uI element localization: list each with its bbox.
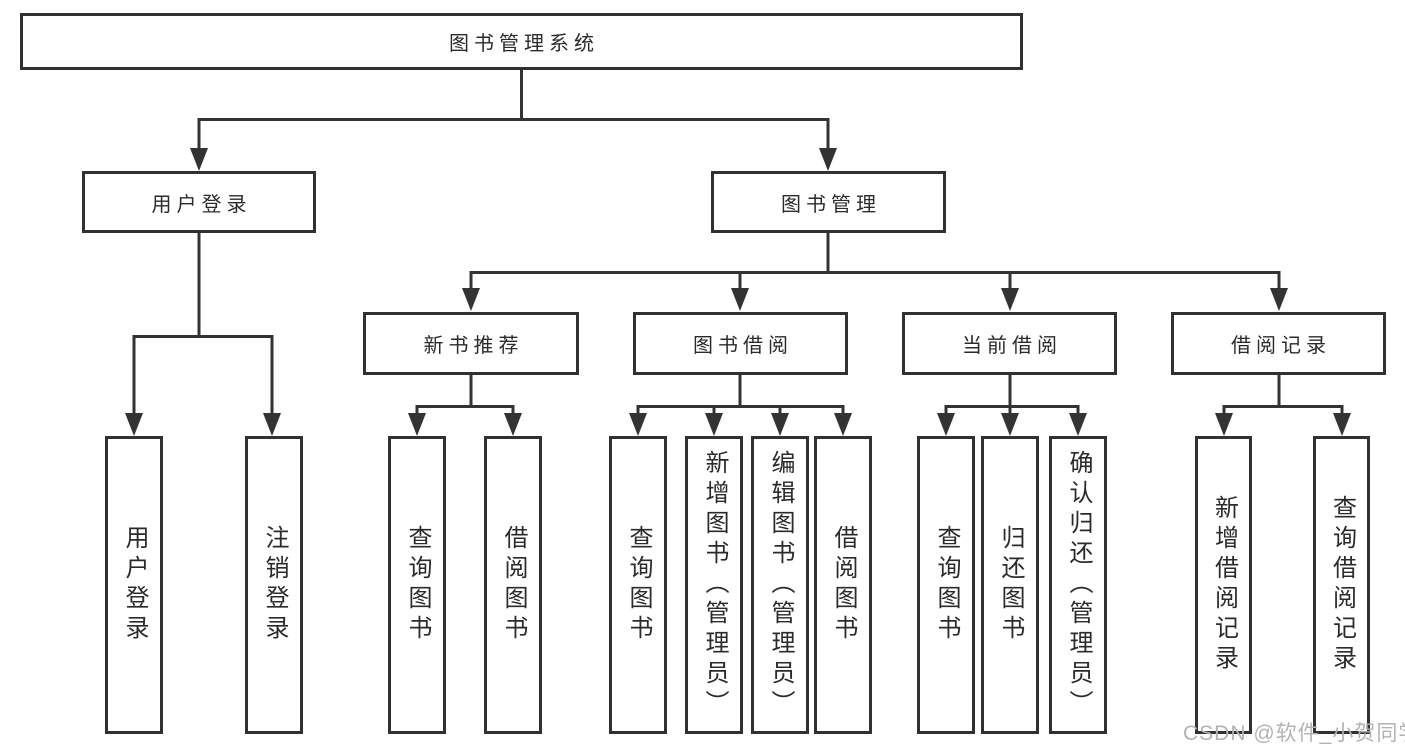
arrowheads [125,148,1351,436]
leaf-query-books-current: 查询图书 [917,436,975,734]
leaf-borrow-books-borrow: 借阅图书 [814,436,872,734]
connector-bookmgmt-children [469,233,1281,291]
node-new-book-recommend: 新书推荐 [363,312,579,375]
leaf-add-books-admin: 新增图书（管理员） [685,436,743,734]
connector-current-children [944,375,1080,416]
leaf-query-books-recommend: 查询图书 [388,436,446,734]
leaf-label: 查询图书 [933,525,960,645]
leaf-label: 借阅图书 [830,525,857,645]
leaf-label: 新增图书（管理员） [701,450,728,720]
leaf-label: 查询图书 [404,525,431,645]
connector-root-to-level2 [197,70,830,150]
leaf-edit-books-admin: 编辑图书（管理员） [751,436,809,734]
connector-newrec-children [415,375,515,416]
leaf-label: 归还图书 [997,525,1024,645]
leaf-label: 查询图书 [625,525,652,645]
leaf-borrow-books-recommend: 借阅图书 [484,436,542,734]
leaf-add-borrow-record: 新增借阅记录 [1195,436,1252,734]
leaf-confirm-return-admin: 确认归还（管理员） [1049,436,1107,734]
node-label: 借阅记录 [1231,335,1331,357]
leaf-label: 查询借阅记录 [1328,495,1356,675]
leaf-label: 借阅图书 [500,525,527,645]
node-label: 图书管理系统 [449,33,599,55]
node-system-root: 图书管理系统 [20,13,1023,70]
node-label: 新书推荐 [423,335,524,357]
leaf-label: 注销登录 [261,525,288,645]
node-label: 图书管理 [781,193,881,216]
leaf-label: 确认归还（管理员） [1065,450,1092,720]
leaf-user-login: 用户登录 [105,436,163,734]
node-label: 图书借阅 [693,335,793,357]
node-label: 用户登录 [151,193,252,216]
csdn-watermark: CSDN @软件_小贺同学 [1183,722,1405,745]
node-book-borrow: 图书借阅 [633,312,848,375]
node-book-management: 图书管理 [711,171,946,233]
connector-userlogin-children [132,233,274,415]
leaf-return-books: 归还图书 [981,436,1039,734]
node-label: 当前借阅 [962,335,1062,357]
connector-borrow-children [636,375,845,416]
leaf-query-borrow-record: 查询借阅记录 [1313,436,1370,734]
leaf-label: 新增借阅记录 [1210,495,1238,675]
leaf-label: 用户登录 [121,525,148,645]
leaf-logout: 注销登录 [245,436,303,734]
connector-records-children [1222,375,1344,416]
node-user-login: 用户登录 [82,171,316,233]
node-borrow-records: 借阅记录 [1171,312,1386,375]
leaf-query-books-borrow: 查询图书 [609,436,667,734]
leaf-label: 编辑图书（管理员） [767,450,794,720]
node-current-borrow: 当前借阅 [902,312,1117,375]
